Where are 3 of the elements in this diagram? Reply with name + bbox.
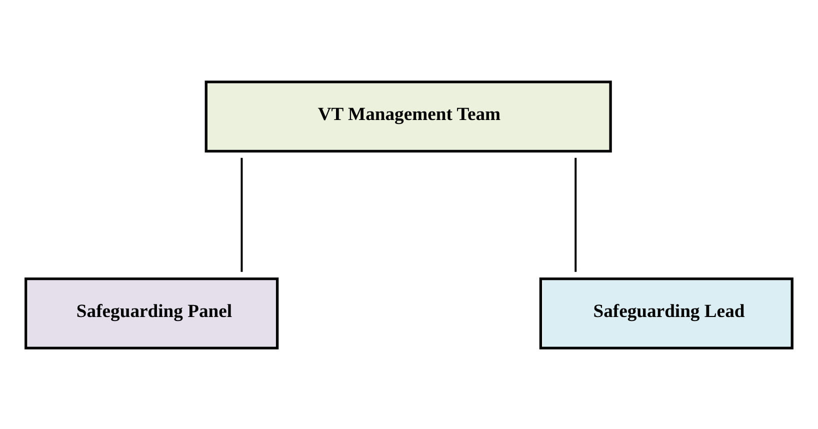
node-box: VT Management Team <box>204 80 612 152</box>
connector <box>574 157 577 272</box>
connector <box>240 157 243 272</box>
